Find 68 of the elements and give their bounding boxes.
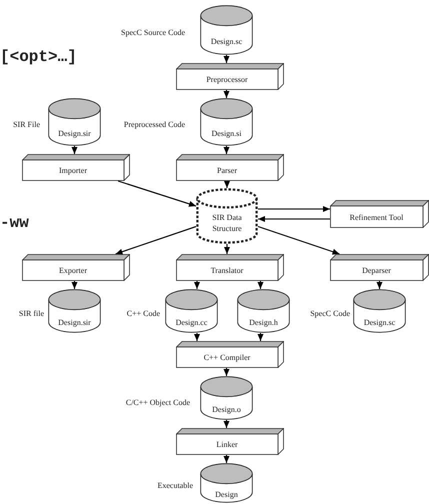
arrow <box>224 368 230 376</box>
file-cylinder <box>200 376 253 420</box>
arrow <box>376 281 382 289</box>
node-label: Design.cc <box>174 316 208 328</box>
arrow <box>224 55 230 63</box>
node-label: Design.h <box>248 316 279 328</box>
file-caption: SIR File <box>13 118 40 130</box>
process-box <box>22 254 130 281</box>
arrow <box>258 216 330 222</box>
arrow <box>224 244 230 254</box>
arrow <box>224 181 230 188</box>
arrow <box>118 180 196 207</box>
arrow <box>72 281 78 289</box>
arrow <box>258 226 340 255</box>
file-caption: SpecC Source Code <box>121 26 185 38</box>
arrow <box>258 206 330 212</box>
node-label: Translator <box>210 265 244 276</box>
arrow <box>224 146 230 154</box>
node-label: Preprocessor <box>205 74 249 85</box>
file-caption: Executable <box>157 480 193 490</box>
node-label: Design.sc <box>362 316 396 328</box>
node-label: Design.sir <box>57 316 92 328</box>
file-cylinder <box>48 289 101 333</box>
node-label: SIR Data Structure <box>211 212 243 234</box>
node-label: Deparser <box>361 265 392 276</box>
file-cylinder <box>165 289 218 333</box>
process-box <box>330 200 429 228</box>
node-label: Refinement Tool <box>348 212 404 222</box>
arrow <box>72 146 78 154</box>
file-caption: Preprocessed Code <box>124 118 185 130</box>
file-caption: SpecC Code <box>310 308 350 318</box>
process-box <box>176 254 284 281</box>
node-label: Design.o <box>211 404 242 414</box>
node-label: Design.sc <box>210 36 244 46</box>
arrow <box>194 333 200 341</box>
process-box <box>176 154 284 181</box>
file-cylinder <box>200 463 253 503</box>
node-label: Exporter <box>58 265 88 276</box>
file-cylinder <box>200 5 253 55</box>
node-label: Design.si <box>210 128 242 138</box>
node-label: Parser <box>216 165 238 176</box>
file-caption: SIR file <box>18 308 44 318</box>
file-caption: C/C++ Object Code <box>126 396 190 408</box>
command-option-text: -ww <box>0 214 29 232</box>
arrow <box>258 333 264 341</box>
process-box <box>176 63 284 90</box>
command-option-text: [<opt>…] <box>0 48 77 66</box>
process-box <box>176 428 284 455</box>
node-label: Design <box>214 488 239 500</box>
file-cylinder <box>237 289 290 333</box>
node-label: C++ Compiler <box>202 352 252 363</box>
node-label: Linker <box>215 439 239 450</box>
dashed-database-cylinder <box>196 188 258 244</box>
arrow <box>258 281 264 289</box>
arrow <box>224 455 230 463</box>
file-cylinder <box>48 98 101 146</box>
arrow <box>115 226 196 255</box>
arrow <box>224 90 230 98</box>
file-cylinder <box>200 98 253 146</box>
process-box <box>22 154 130 181</box>
file-cylinder <box>353 289 406 333</box>
arrow <box>194 281 200 289</box>
process-box <box>176 341 284 368</box>
file-caption: C++ Code <box>126 308 160 318</box>
arrow <box>224 420 230 428</box>
process-box <box>330 254 429 281</box>
node-label: Importer <box>58 165 88 176</box>
node-label: Design.sir <box>57 128 92 138</box>
